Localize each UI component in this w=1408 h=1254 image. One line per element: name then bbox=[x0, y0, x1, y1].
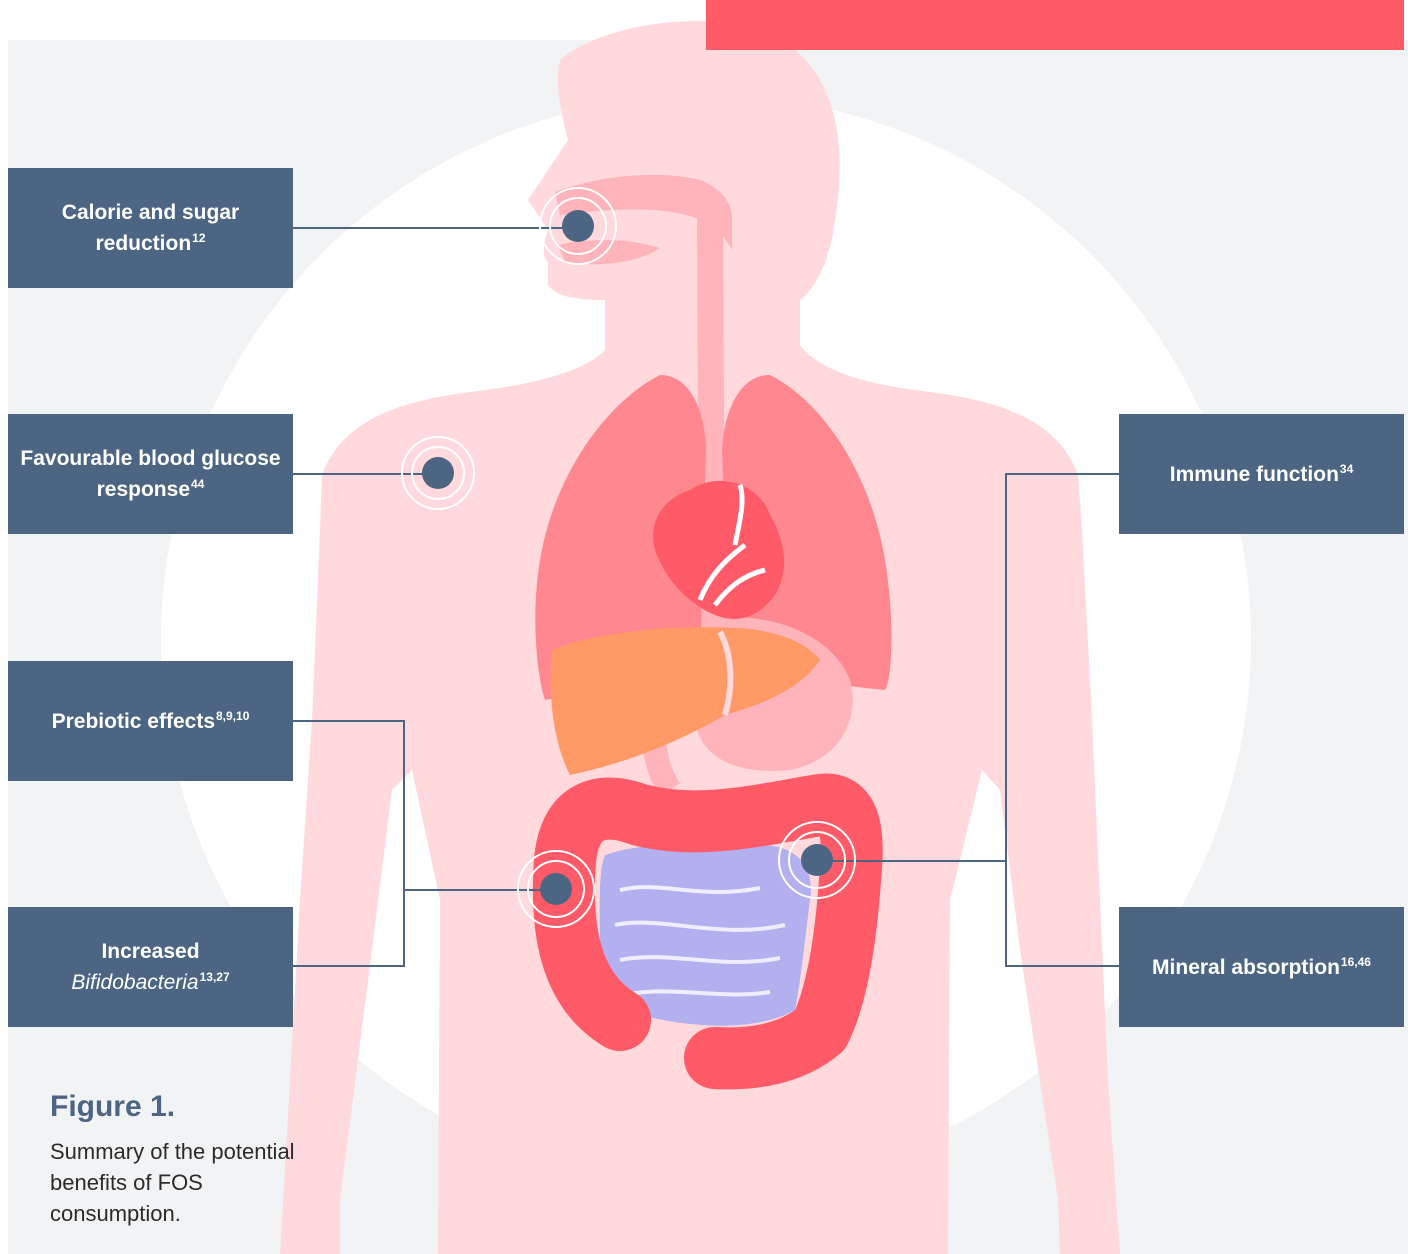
marker-shoulder bbox=[402, 437, 474, 509]
citation: 8,9,10 bbox=[216, 709, 249, 723]
citation: 16,46 bbox=[1341, 955, 1371, 969]
label-calorie-sugar-reduction: Calorie and sugar reduction12 bbox=[8, 168, 293, 288]
label-immune-function: Immune function34 bbox=[1119, 414, 1404, 534]
label-prebiotic-effects: Prebiotic effects8,9,10 bbox=[8, 661, 293, 781]
header-accent-bar bbox=[706, 0, 1404, 50]
label-increased-bifidobacteria: Increased Bifidobacteria13,27 bbox=[8, 907, 293, 1027]
citation: 34 bbox=[1340, 462, 1353, 476]
citation: 44 bbox=[191, 477, 204, 491]
figure-caption: Summary of the potential benefits of FOS… bbox=[50, 1136, 310, 1229]
label-blood-glucose: Favourable blood glucose response44 bbox=[8, 414, 293, 534]
label-mineral-absorption: Mineral absorption16,46 bbox=[1119, 907, 1404, 1027]
citation: 12 bbox=[192, 231, 205, 245]
figure-title: Figure 1. bbox=[50, 1090, 175, 1124]
citation: 13,27 bbox=[200, 970, 230, 984]
